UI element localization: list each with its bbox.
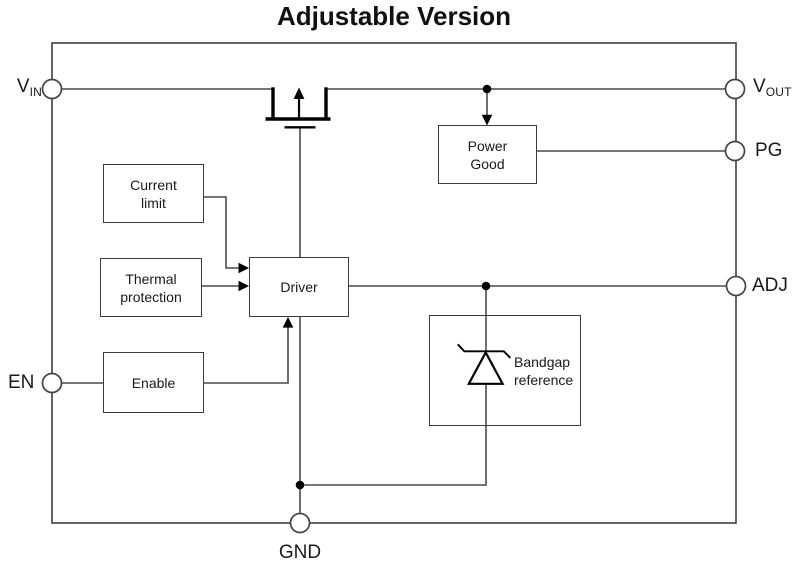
- bandgap-label-line1: Bandgap: [514, 353, 571, 370]
- power-good-label-line1: Power: [467, 137, 508, 154]
- vin-pin-label-main: V: [16, 76, 30, 97]
- thermal-protection-block: Thermal protection: [100, 258, 202, 317]
- power-good-label-line2: Good: [470, 155, 505, 172]
- vin-pin: [41, 78, 63, 100]
- adj-pin: [725, 275, 747, 297]
- en-pin-label: EN: [8, 372, 35, 393]
- enable-label: Enable: [131, 374, 176, 391]
- gnd-pin-label: GND: [278, 542, 322, 563]
- thermal-protection-label-line2: protection: [120, 288, 182, 305]
- diode-triangle: [466, 350, 505, 385]
- current-limit-label-line1: Current: [130, 176, 177, 193]
- diode-cathode-bar: [457, 343, 511, 359]
- en-pin: [41, 372, 63, 394]
- vout-junction-dot: [482, 84, 492, 94]
- bandgap-label-line2: reference: [514, 371, 574, 388]
- adj-junction-dot: [481, 281, 491, 291]
- vout-pin-label: VOUT: [753, 76, 792, 103]
- vin-pin-label: VIN: [10, 76, 42, 103]
- adj-pin-label: ADJ: [752, 275, 788, 296]
- current-limit-arrowhead: [238, 262, 249, 274]
- diagram-title: Adjustable Version: [276, 1, 512, 31]
- pg-pin: [724, 140, 746, 162]
- mosfet-body-arrowhead: [293, 87, 305, 99]
- vout-pin-label-sub: OUT: [765, 85, 792, 99]
- vin-pin-label-sub: IN: [29, 85, 42, 99]
- bandgap-reference-block: Bandgap reference: [429, 315, 581, 426]
- enable-block: Enable: [103, 352, 204, 413]
- thermal-arrowhead: [238, 280, 249, 292]
- pg-pin-label: PG: [755, 140, 783, 161]
- current-limit-wire: [204, 196, 240, 269]
- vout-pin-label-main: V: [753, 76, 766, 97]
- driver-label: Driver: [280, 279, 318, 295]
- driver-block: Driver: [249, 257, 349, 317]
- enable-driver-wire: [204, 327, 289, 384]
- current-limit-block: Current limit: [103, 164, 204, 223]
- thermal-protection-label-line1: Thermal: [125, 270, 177, 287]
- ground-junction-dot: [295, 480, 305, 490]
- power-good-block: Power Good: [438, 125, 537, 184]
- powergood-arrowhead: [481, 114, 493, 126]
- zener-diode-icon: [457, 343, 511, 385]
- pmos-pass-transistor-icon: [265, 87, 331, 129]
- enable-arrowhead: [282, 317, 294, 328]
- current-limit-label-line2: limit: [141, 194, 166, 211]
- gnd-pin: [289, 512, 311, 534]
- vout-pin: [724, 78, 746, 100]
